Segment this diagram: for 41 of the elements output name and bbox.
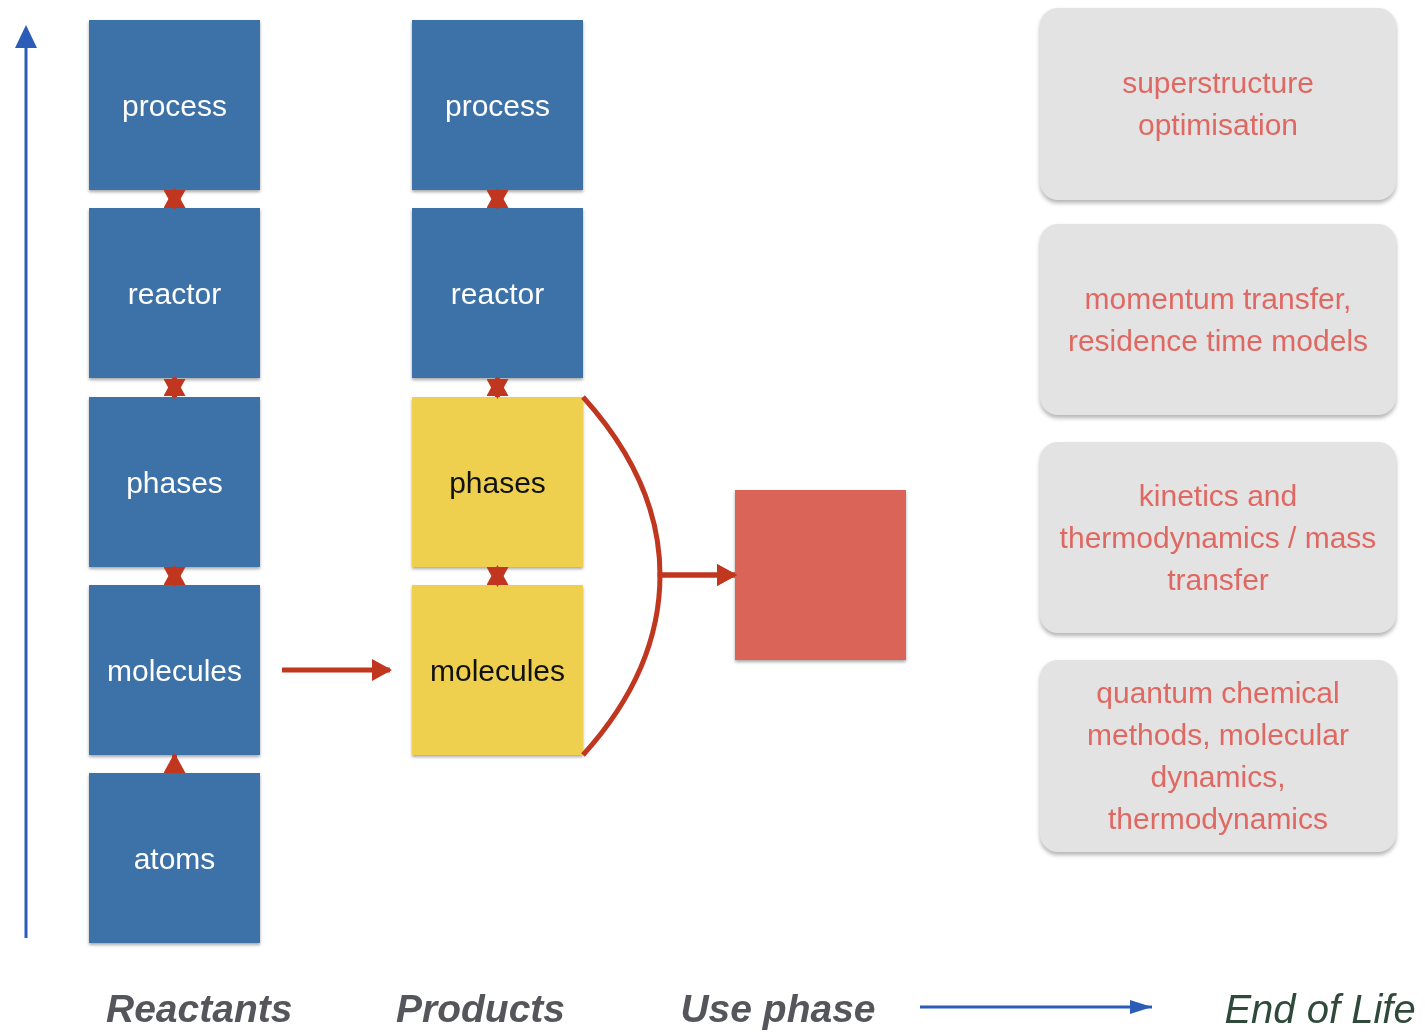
scale-box xyxy=(89,585,260,755)
scale-box xyxy=(412,20,583,190)
box-label: molecules xyxy=(106,652,243,689)
method-box xyxy=(1040,442,1396,633)
box-label: molecules xyxy=(429,652,566,689)
box-label: process xyxy=(444,87,550,124)
scale-box xyxy=(89,397,260,567)
box-label: reactor xyxy=(127,275,222,312)
scale-box xyxy=(89,20,260,190)
stage-label: Products xyxy=(396,986,566,1032)
empty-box xyxy=(735,490,906,660)
stage-label: Use phase xyxy=(680,985,876,1032)
box-label: momentum transfer, residence time models xyxy=(1066,280,1370,359)
box-label: quantum chemical methods, molecular dynamics, thermodynamics xyxy=(1086,675,1350,837)
box-label: kinetics and thermodynamics / mass transfer xyxy=(1058,477,1378,598)
scale-box xyxy=(412,585,583,755)
box-label: process xyxy=(121,87,227,124)
method-box xyxy=(1040,8,1396,200)
scale-box xyxy=(412,397,583,567)
arrow xyxy=(486,565,509,587)
method-box xyxy=(1040,224,1396,415)
box-label: superstructure optimisation xyxy=(1121,65,1315,143)
box-label: reactor xyxy=(450,275,545,312)
arrow xyxy=(163,188,186,210)
arrow xyxy=(486,188,509,210)
box-label: phases xyxy=(449,464,546,501)
arrow xyxy=(163,565,186,587)
method-box xyxy=(1040,660,1396,852)
arrow xyxy=(163,376,186,399)
scale-box xyxy=(412,208,583,378)
arrow xyxy=(282,659,392,681)
arrow xyxy=(163,753,186,773)
scale-box xyxy=(89,773,260,943)
arrow xyxy=(920,1000,1152,1014)
arrow xyxy=(486,376,509,399)
stage-label: End of Life xyxy=(1224,986,1416,1032)
box-label: atoms xyxy=(133,840,216,877)
box-label: phases xyxy=(126,464,223,501)
stage-label: Reactants xyxy=(106,986,293,1032)
arrow xyxy=(581,564,737,757)
scale-box xyxy=(89,208,260,378)
